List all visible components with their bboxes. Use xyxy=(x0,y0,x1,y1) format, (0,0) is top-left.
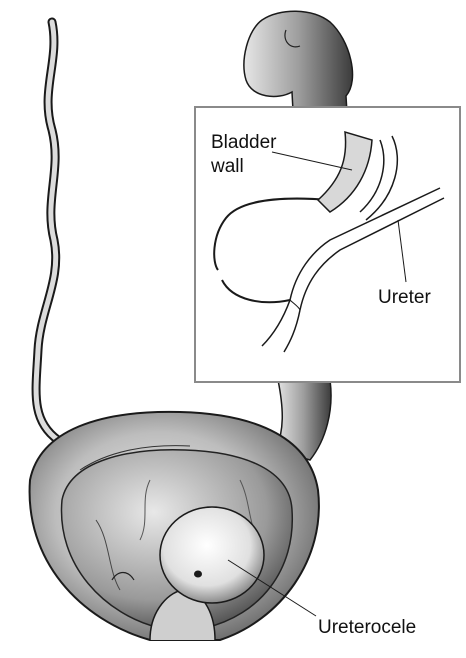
ureterocele-label: Ureterocele xyxy=(318,617,416,638)
bladder-wall-label-line1: Bladder xyxy=(211,132,277,153)
ureter-label: Ureter xyxy=(378,287,431,308)
left-ureter-drawing xyxy=(36,22,58,440)
bladder-wall-label-line2: wall xyxy=(210,156,244,177)
ureterocele-drawing xyxy=(160,507,264,603)
